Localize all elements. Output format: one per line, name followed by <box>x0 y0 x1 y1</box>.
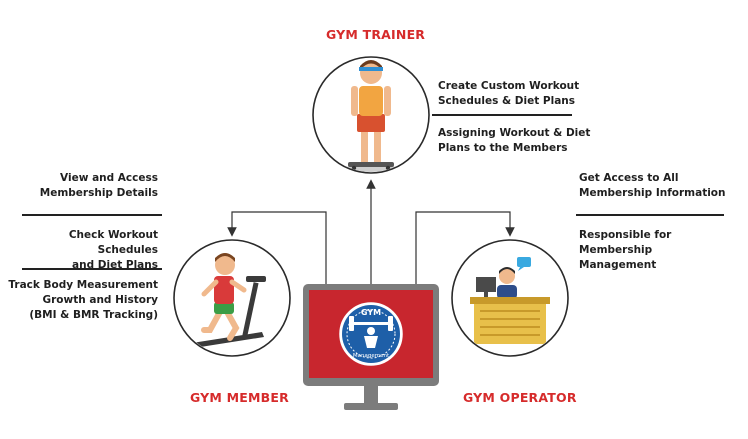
operator-illustration <box>451 239 569 357</box>
operator-divider <box>576 214 724 216</box>
member-illustration <box>173 239 291 357</box>
member-divider-1 <box>22 214 162 216</box>
member-title: GYM MEMBER <box>190 390 289 405</box>
logo-management-text: Management <box>353 353 390 359</box>
connector-to-member <box>227 211 327 284</box>
member-divider-2 <box>22 268 162 270</box>
operator-title: GYM OPERATOR <box>463 390 577 405</box>
logo-gym-text: GYM <box>361 308 381 317</box>
trainer-title: GYM TRAINER <box>326 27 426 42</box>
central-monitor <box>303 284 439 410</box>
trainer-divider <box>432 114 572 116</box>
connectors <box>227 179 515 284</box>
connector-to-operator <box>415 211 515 284</box>
trainer-illustration <box>312 56 430 174</box>
